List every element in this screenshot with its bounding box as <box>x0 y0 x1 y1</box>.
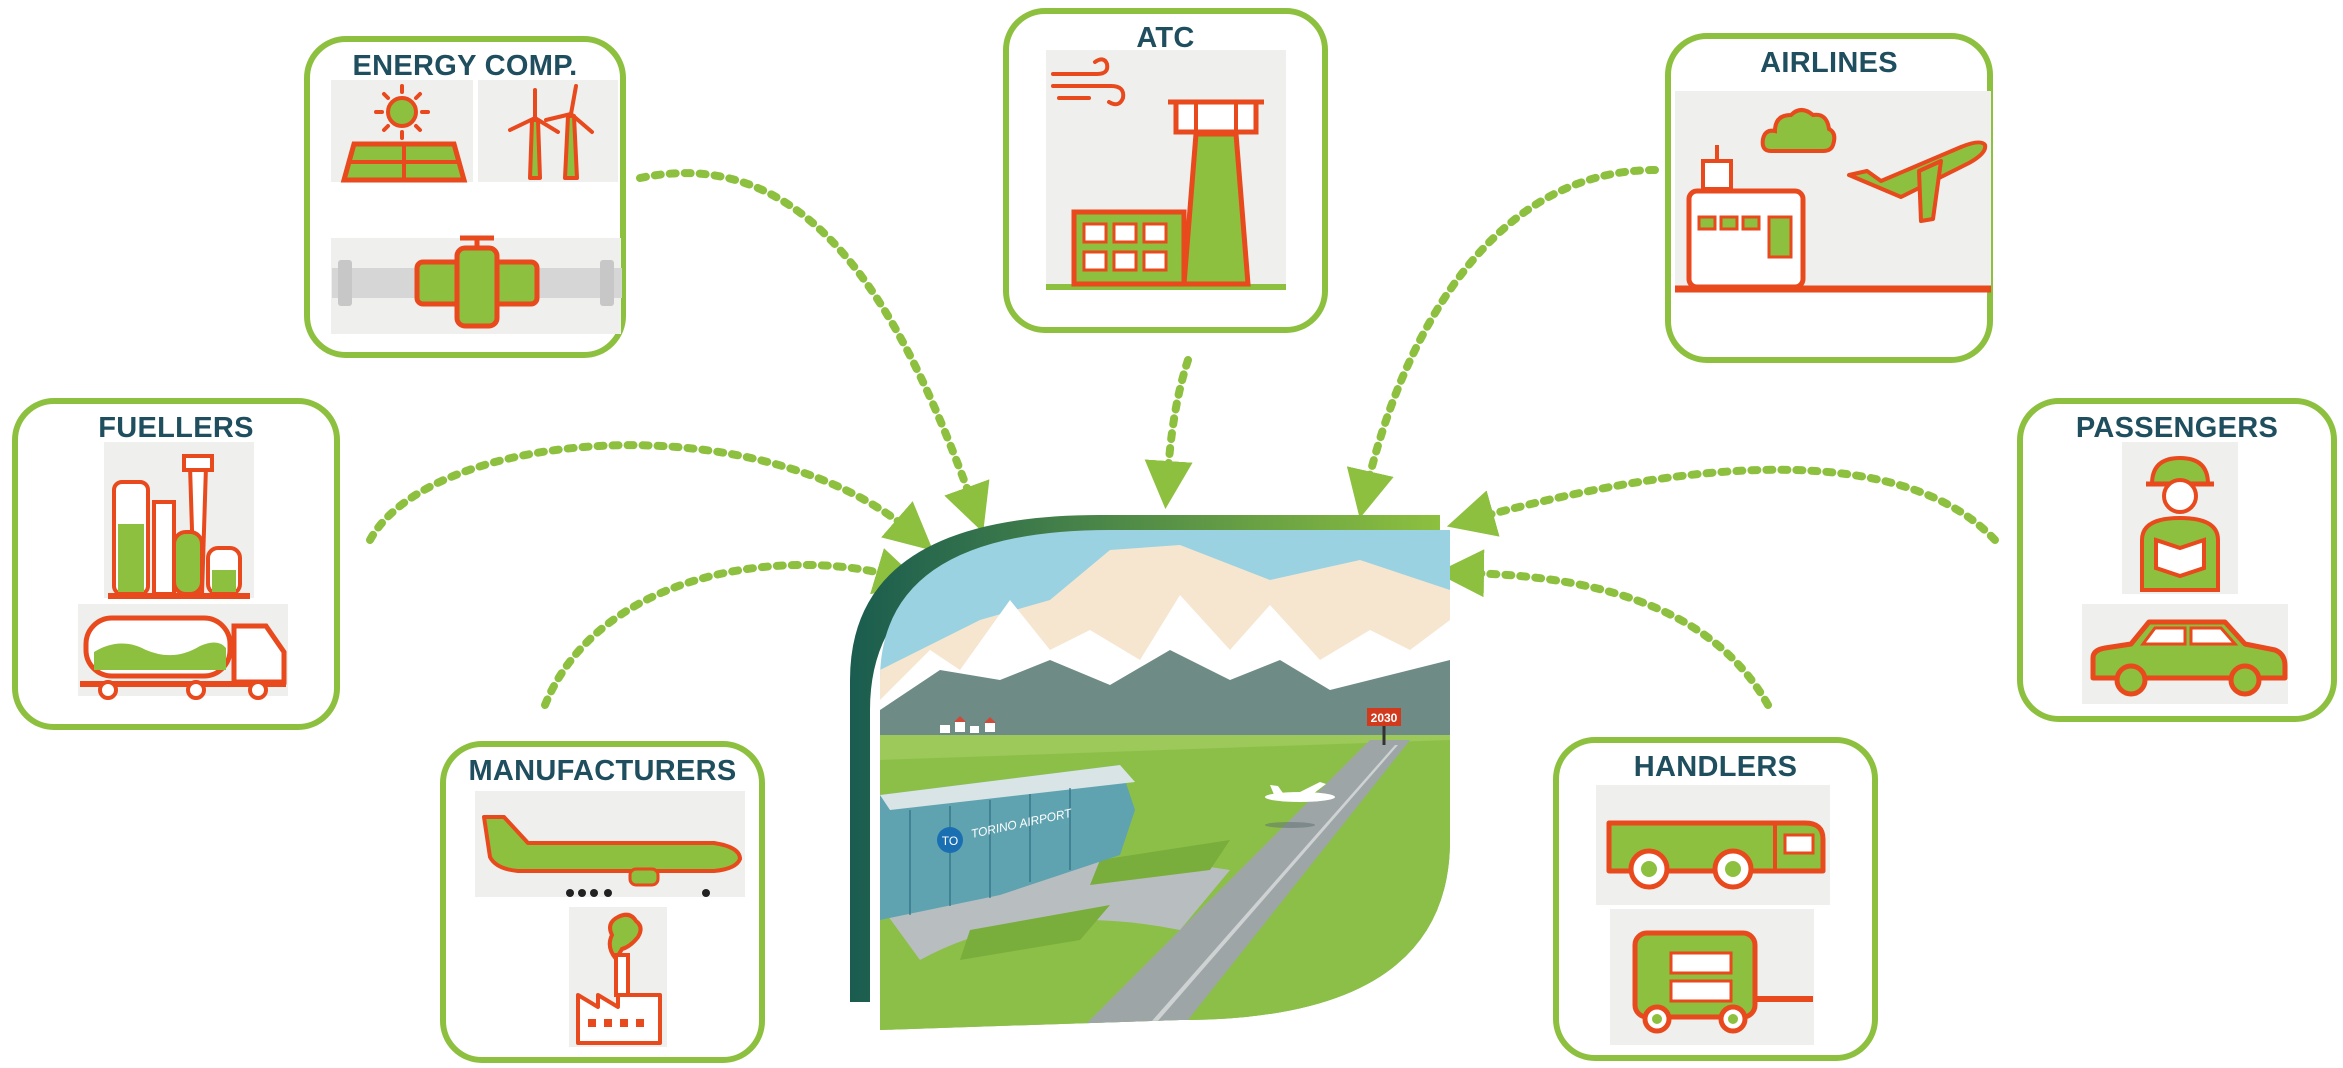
terminal-icon <box>1675 145 1991 293</box>
distant-airplane <box>1265 782 1335 802</box>
airport-illustration: TO TORINO AIRPORT 2030 <box>850 515 1450 1030</box>
node-handlers: HANDLERS <box>1553 737 1878 1061</box>
node-energy: ENERGY COMP. <box>304 36 626 358</box>
leaf-frame <box>850 515 1440 1002</box>
terminal-logo <box>937 827 963 853</box>
arrow-airlines <box>1346 166 1659 519</box>
node-energy-label: ENERGY COMP. <box>352 50 578 82</box>
refinery-icon <box>108 454 250 599</box>
control-tower-icon <box>1046 99 1286 290</box>
runway <box>1080 740 1410 1030</box>
passenger-icon <box>2140 455 2220 592</box>
arrow-atc <box>1144 356 1193 509</box>
node-manufacturers-label: MANUFACTURERS <box>468 755 737 787</box>
car-icon <box>2090 619 2288 697</box>
node-fuellers: FUELLERS <box>12 398 340 730</box>
node-atc-label: ATC <box>1136 22 1195 54</box>
fuel-truck-icon <box>80 615 287 700</box>
wind-turbine-icon <box>508 84 594 180</box>
wind-icon <box>1051 57 1126 107</box>
arrow-passengers <box>1446 465 1999 544</box>
node-manufacturers: MANUFACTURERS <box>440 741 765 1063</box>
baggage-cart-icon <box>1632 930 1813 1034</box>
node-airlines: AIRLINES <box>1665 33 1993 363</box>
cloud-icon <box>1760 108 1837 153</box>
node-atc: ATC <box>1003 8 1328 333</box>
terminal-logo-text: TO <box>942 834 958 848</box>
airplane-icon <box>482 815 742 897</box>
arrow-manufacturers <box>541 548 923 709</box>
arrow-fuellers <box>366 441 934 551</box>
pipeline-valve-icon <box>332 235 622 329</box>
solar-panel-icon <box>340 84 468 183</box>
arrow-energy <box>636 169 990 533</box>
node-handlers-label: HANDLERS <box>1633 751 1798 783</box>
ground-vehicle-icon <box>1606 820 1826 890</box>
node-passengers-label: PASSENGERS <box>2075 412 2279 444</box>
arrow-handlers <box>1436 549 1772 709</box>
village <box>940 716 996 733</box>
factory-icon <box>576 912 662 1045</box>
airplane-takeoff-icon <box>1847 140 1988 223</box>
node-passengers: PASSENGERS <box>2017 398 2337 722</box>
node-airlines-label: AIRLINES <box>1760 47 1898 79</box>
node-fuellers-label: FUELLERS <box>98 412 254 444</box>
runway-sign <box>1367 708 1401 726</box>
runway-sign-text: 2030 <box>1371 711 1398 725</box>
